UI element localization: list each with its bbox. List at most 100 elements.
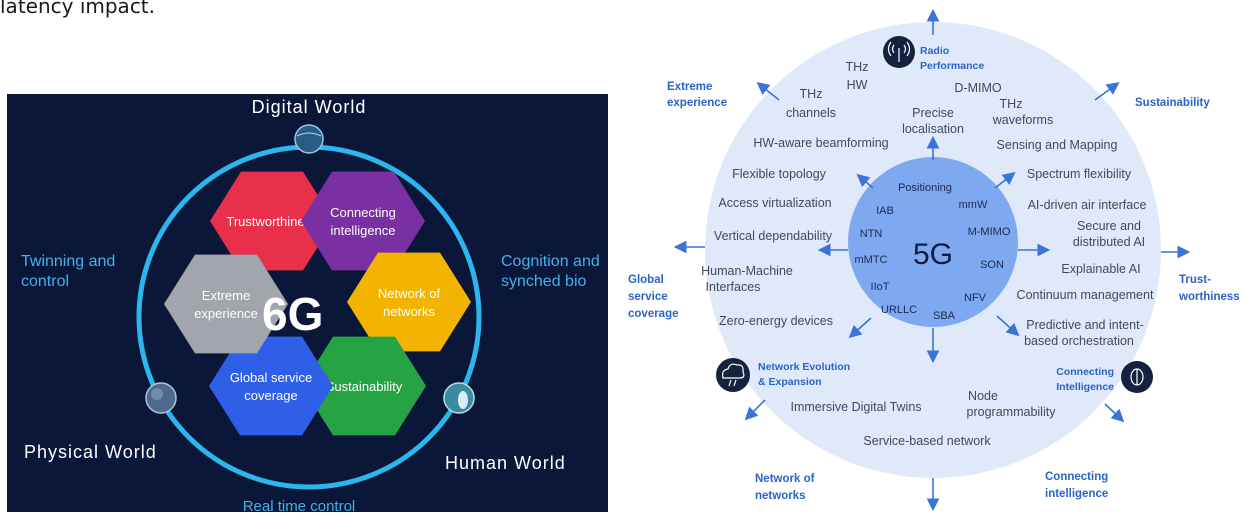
access-virt-label: Access virtualization xyxy=(718,196,831,210)
thz-waveforms-line2: waveforms xyxy=(992,113,1053,127)
nfv-label: NFV xyxy=(964,292,987,304)
hex-trustworthiness-label-line1: Trustworthiness xyxy=(226,214,318,229)
hex-extreme-experience-label-line1: Extreme xyxy=(202,288,250,303)
radio-line2: Performance xyxy=(920,60,984,72)
hmi-line2: Interfaces xyxy=(706,280,761,294)
ntn-label: NTN xyxy=(860,228,883,240)
digital-twins-label: Immersive Digital Twins xyxy=(790,400,921,414)
hex-connecting-intelligence-label-line1: Connecting xyxy=(330,205,396,220)
digital-globe-icon xyxy=(294,124,324,154)
predictive-line1: Predictive and intent- xyxy=(1026,318,1143,332)
twinning-label-line2: control xyxy=(21,273,69,290)
5g-core xyxy=(848,157,1018,327)
hex-global-service-coverage-label-line1: Global service xyxy=(230,370,312,385)
ci-line2: intelligence xyxy=(1045,488,1108,500)
global-line1: Global xyxy=(628,274,664,286)
evolution-line2: & Expansion xyxy=(758,376,822,388)
sustainability-label: Sustainability xyxy=(1135,97,1210,109)
secure-line2: distributed AI xyxy=(1073,235,1145,249)
mmtc-label: mMTC xyxy=(855,254,888,266)
mmw-label: mmW xyxy=(959,199,988,211)
hex-sustainability xyxy=(302,336,426,436)
5g-label: 5G xyxy=(913,238,953,271)
radio-line1: Radio xyxy=(920,45,949,57)
hex-global-service-coverage xyxy=(209,336,333,436)
zero-energy-label: Zero-energy devices xyxy=(719,314,833,328)
twinning-label-line1: Twinning and xyxy=(21,253,115,270)
hmi-line1: Human-Machine xyxy=(701,264,793,278)
human-world-label: Human World xyxy=(445,453,566,473)
vertical-label: Vertical dependability xyxy=(714,229,833,243)
iiot-label: IIoT xyxy=(871,281,890,293)
ci-line1: Connecting xyxy=(1045,471,1108,483)
hex-network-of-networks xyxy=(347,252,471,352)
caption-text: latency impact. xyxy=(0,0,156,18)
5g-evolution-diagram: Positioning IAB mmW NTN M-MIMO mMTC SON … xyxy=(628,8,1240,512)
thz-channels-line1: THz xyxy=(800,87,823,101)
spectrum-label: Spectrum flexibility xyxy=(1027,167,1132,181)
cloud-icon xyxy=(721,363,745,387)
non-line1: Network of xyxy=(755,473,815,485)
6g-diagram: Trustworthiness Connecting intelligenceNet… xyxy=(21,97,600,512)
sba-label: SBA xyxy=(933,310,956,322)
hex-trustworthiness xyxy=(210,171,334,271)
cognition-label-line1: Cognition and xyxy=(501,253,600,270)
hex-connecting-intelligence-label-line2: intelligence xyxy=(330,223,395,238)
explainable-label: Explainable AI xyxy=(1061,262,1140,276)
antenna-icon xyxy=(887,41,911,62)
thz-hw-line2: HW xyxy=(847,78,868,92)
d-mimo-label: D-MIMO xyxy=(954,81,1001,95)
physical-world-label: Physical World xyxy=(24,442,157,462)
precise-line1: Precise xyxy=(912,106,954,120)
hw-beamforming-label: HW-aware beamforming xyxy=(753,136,888,150)
conn-intel-line1: Connecting xyxy=(1056,366,1114,378)
human-globe-icon xyxy=(443,382,475,414)
brain-chip-icon xyxy=(1130,368,1144,386)
flexible-topology-label: Flexible topology xyxy=(732,167,827,181)
global-line3: coverage xyxy=(628,308,679,320)
continuum-label: Continuum management xyxy=(1017,288,1154,302)
radio-performance-badge: Radio Performance xyxy=(883,36,984,72)
m-mimo-label: M-MIMO xyxy=(968,226,1011,238)
6g-label: 6G xyxy=(262,288,323,340)
trust-line1: Trust- xyxy=(1179,274,1211,286)
predictive-line2: based orchestration xyxy=(1024,334,1134,348)
node-line1: Node xyxy=(968,389,998,403)
arrows xyxy=(673,8,1191,512)
physical-globe-icon xyxy=(145,382,177,414)
extreme-line1: Extreme xyxy=(667,81,712,93)
hex-network-of-networks-label-line1: Network of xyxy=(378,286,441,301)
node-line2: programmability xyxy=(967,405,1057,419)
thz-waveforms-line1: THz xyxy=(1000,97,1023,111)
trust-line2: worthiness xyxy=(1178,291,1240,303)
realtime-label: Real time control xyxy=(243,498,356,512)
hex-global-service-coverage-label-line2: coverage xyxy=(244,388,297,403)
hex-sustainability-label-line1: Sustainability xyxy=(326,379,403,394)
conn-intel-line2: Intelligence xyxy=(1056,381,1114,393)
hex-extreme-experience xyxy=(164,254,288,354)
5g-6g-evolution-panel: Positioning IAB mmW NTN M-MIMO mMTC SON … xyxy=(615,0,1248,515)
son-label: SON xyxy=(980,259,1004,271)
positioning-label: Positioning xyxy=(898,182,952,194)
hex-extreme-experience-label-line2: experience xyxy=(194,306,258,321)
global-line2: service xyxy=(628,291,668,303)
urllc-label: URLLC xyxy=(881,304,917,316)
connecting-intelligence-badge: Connecting Intelligence xyxy=(1056,361,1153,393)
cognition-label-line2: synched bio xyxy=(501,273,586,290)
service-based-label: Service-based network xyxy=(863,434,991,448)
digital-world-label: Digital World xyxy=(252,97,367,117)
network-evolution-badge: Network Evolution & Expansion xyxy=(716,358,850,392)
precise-line2: localisation xyxy=(902,122,964,136)
sensing-label: Sensing and Mapping xyxy=(997,138,1118,152)
thz-hw-line1: THz xyxy=(846,60,869,74)
hex-network-of-networks-label-line2: networks xyxy=(383,304,436,319)
hex-connecting-intelligence xyxy=(301,171,425,271)
thz-channels-line2: channels xyxy=(786,106,836,120)
extreme-line2: experience xyxy=(667,97,727,109)
secure-line1: Secure and xyxy=(1077,219,1141,233)
iab-label: IAB xyxy=(876,205,894,217)
non-line2: networks xyxy=(755,490,806,502)
evolution-line1: Network Evolution xyxy=(758,361,850,373)
ai-air-label: AI-driven air interface xyxy=(1028,198,1147,212)
